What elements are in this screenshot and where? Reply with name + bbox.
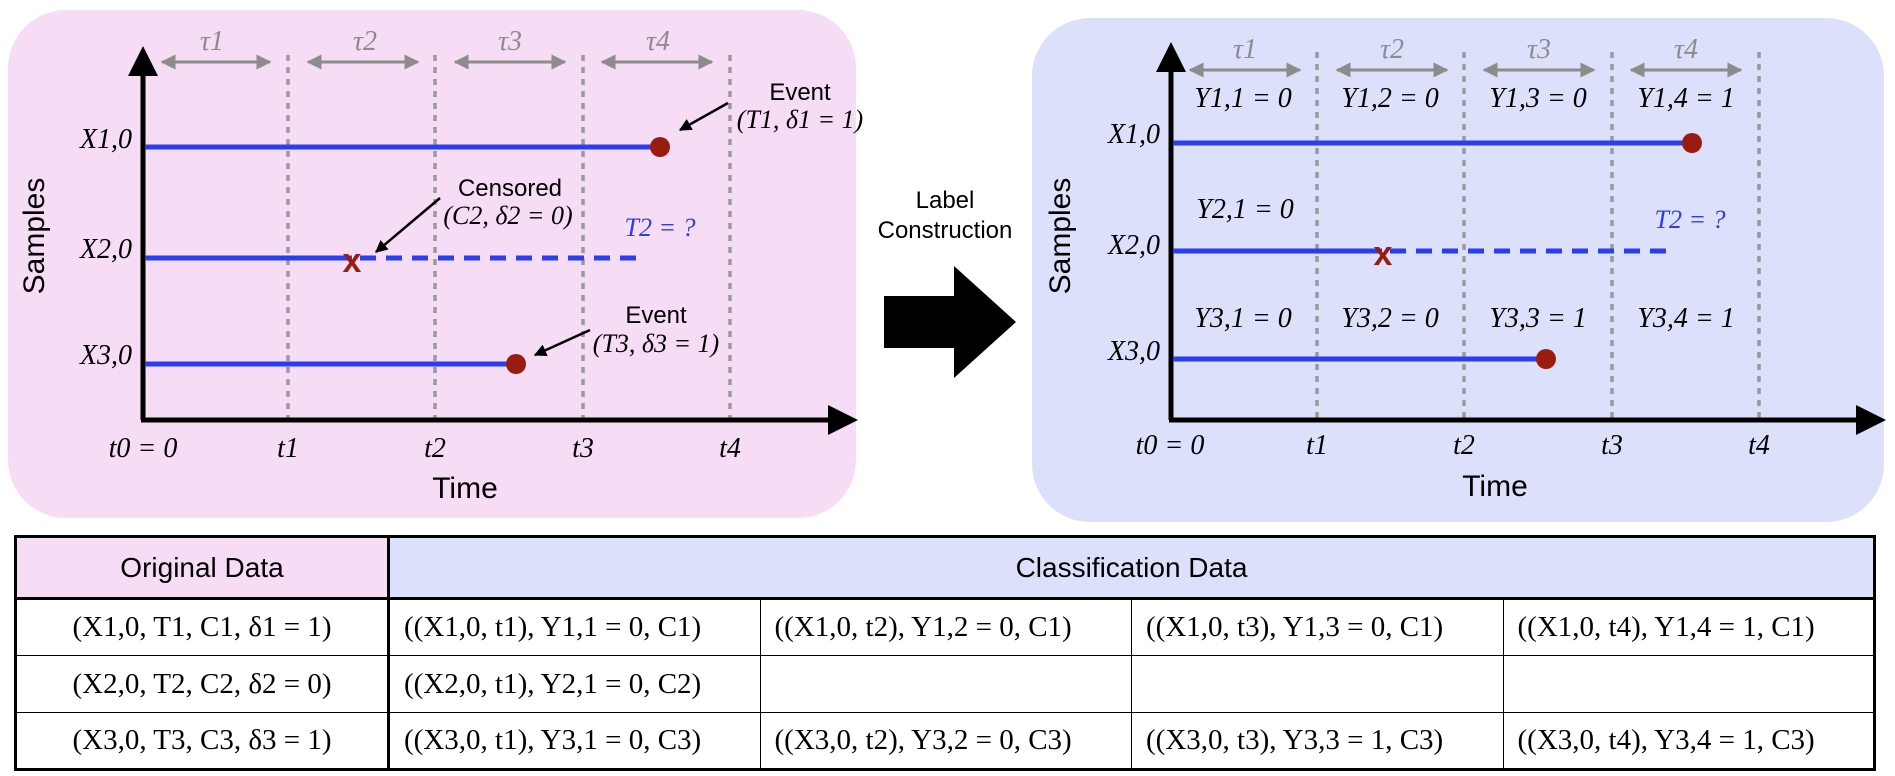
tick-t4: t4 — [719, 433, 741, 464]
event1-pointer — [678, 101, 729, 132]
r-sample-label-2: X2,0 — [1107, 230, 1160, 261]
header-original-data: Original Data — [15, 536, 390, 600]
table-header-row: Original Data Classification Data — [15, 536, 1875, 600]
tick-t3: t3 — [572, 433, 594, 464]
r-unknown-t2: T2 = ? — [1654, 205, 1725, 234]
sample-label-1: X1,0 — [79, 124, 132, 155]
r-tau-label-3: τ3 — [1527, 34, 1551, 65]
r-tick-t1: t1 — [1306, 430, 1328, 461]
y-label-3-2: Y3,2 = 0 — [1341, 303, 1438, 334]
y-label-1-4: Y1,4 = 1 — [1637, 83, 1734, 114]
classification-cell — [1131, 655, 1504, 713]
event3-detail: (T3, δ3 = 1) — [593, 329, 719, 358]
y-label-1-3: Y1,3 = 0 — [1489, 83, 1586, 114]
transform-arrow — [884, 266, 1016, 378]
sample-label-2: X2,0 — [79, 234, 132, 265]
y-label-1-2: Y1,2 = 0 — [1341, 83, 1438, 114]
r-sample-label-3: X3,0 — [1107, 336, 1160, 367]
censored-pointer — [375, 197, 441, 253]
r-tick-t0: t0 = 0 — [1136, 430, 1205, 461]
original-cell: (X1,0, T1, C1, δ1 = 1) — [15, 598, 390, 656]
classification-cell: ((X3,0, t2), Y3,2 = 0, C3) — [759, 712, 1132, 770]
classification-cell: ((X2,0, t1), Y2,1 = 0, C2) — [388, 655, 761, 713]
transform-label-line2: Construction — [878, 217, 1013, 244]
tau-label-3: τ3 — [498, 26, 522, 57]
y-axis-label: Samples — [18, 178, 51, 295]
tau-label-4: τ4 — [646, 26, 670, 57]
censored-detail: (C2, δ2 = 0) — [443, 201, 572, 230]
unknown-t2: T2 = ? — [624, 213, 695, 242]
transform-label-line1: Label — [916, 187, 975, 214]
tau-label-2: τ2 — [353, 26, 377, 57]
event-dot-1 — [650, 137, 670, 157]
classification-cell — [759, 655, 1132, 713]
y-label-3-1: Y3,1 = 0 — [1194, 303, 1291, 334]
left-panel: τ1 τ2 τ3 τ4 Samples Time t0 = 0 t1 t2 t3… — [8, 10, 863, 518]
classification-cell: ((X3,0, t4), Y3,4 = 1, C3) — [1502, 712, 1875, 770]
classification-cell: ((X1,0, t1), Y1,1 = 0, C1) — [388, 598, 761, 656]
r-censor-mark: x — [1374, 235, 1393, 273]
y-label-1-1: Y1,1 = 0 — [1194, 83, 1291, 114]
event3-title: Event — [625, 302, 687, 329]
tau-label-1: τ1 — [200, 26, 224, 57]
y-label-2-1: Y2,1 = 0 — [1196, 194, 1293, 225]
classification-cell: ((X1,0, t3), Y1,3 = 0, C1) — [1131, 598, 1504, 656]
original-cell: (X3,0, T3, C3, δ3 = 1) — [15, 712, 390, 770]
right-panel: τ1 τ2 τ3 τ4 Samples Time t0 = 0 t1 t2 t3… — [1032, 18, 1886, 522]
classification-cell — [1502, 655, 1875, 713]
data-table: Original Data Classification Data (X1,0,… — [14, 535, 1876, 771]
label-construction-transform: Label Construction — [878, 187, 1016, 378]
r-event-dot-3 — [1536, 349, 1556, 369]
left-panel-background — [8, 10, 856, 518]
event1-title: Event — [769, 79, 831, 106]
x-axis-label: Time — [432, 472, 498, 505]
classification-cell: ((X3,0, t3), Y3,3 = 1, C3) — [1131, 712, 1504, 770]
r-tick-t4: t4 — [1748, 430, 1770, 461]
classification-cell: ((X1,0, t4), Y1,4 = 1, C1) — [1502, 598, 1875, 656]
tick-t0: t0 = 0 — [109, 433, 178, 464]
y-label-3-4: Y3,4 = 1 — [1637, 303, 1734, 334]
sample-label-3: X3,0 — [79, 340, 132, 371]
header-classification-data: Classification Data — [388, 536, 1875, 600]
table-row: (X2,0, T2, C2, δ2 = 0) ((X2,0, t1), Y2,1… — [15, 655, 1875, 713]
r-tau-label-2: τ2 — [1380, 34, 1404, 65]
table-row: (X1,0, T1, C1, δ1 = 1) ((X1,0, t1), Y1,1… — [15, 598, 1875, 656]
r-x-axis-label: Time — [1462, 470, 1528, 503]
r-tau-label-4: τ4 — [1674, 34, 1698, 65]
r-tick-t2: t2 — [1453, 430, 1475, 461]
tick-t2: t2 — [424, 433, 446, 464]
r-sample-label-1: X1,0 — [1107, 119, 1160, 150]
classification-cell: ((X1,0, t2), Y1,2 = 0, C1) — [759, 598, 1132, 656]
event3-pointer — [533, 328, 591, 357]
censor-mark: x — [343, 242, 362, 280]
y-label-3-3: Y3,3 = 1 — [1489, 303, 1586, 334]
censored-title: Censored — [458, 175, 562, 202]
r-tick-t3: t3 — [1601, 430, 1623, 461]
event1-detail: (T1, δ1 = 1) — [737, 105, 863, 134]
r-tau-label-1: τ1 — [1233, 34, 1257, 65]
r-event-dot-1 — [1682, 133, 1702, 153]
tick-t1: t1 — [277, 433, 299, 464]
classification-cell: ((X3,0, t1), Y3,1 = 0, C3) — [388, 712, 761, 770]
table-row: (X3,0, T3, C3, δ3 = 1) ((X3,0, t1), Y3,1… — [15, 712, 1875, 770]
r-y-axis-label: Samples — [1044, 178, 1077, 295]
original-cell: (X2,0, T2, C2, δ2 = 0) — [15, 655, 390, 713]
event-dot-3 — [506, 354, 526, 374]
diagram-canvas: τ1 τ2 τ3 τ4 Samples Time t0 = 0 t1 t2 t3… — [8, 10, 1886, 522]
